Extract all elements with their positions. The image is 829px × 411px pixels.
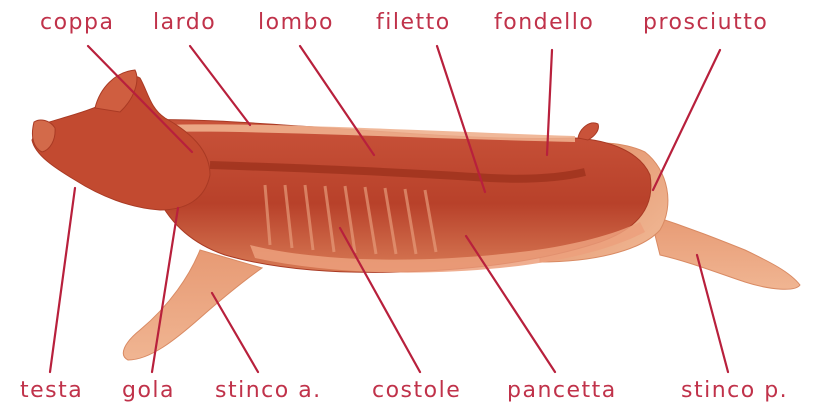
leader-line-gola — [152, 208, 178, 372]
label-costole: costole — [372, 378, 461, 404]
pig-carcass — [32, 70, 800, 360]
label-lombo: lombo — [258, 10, 334, 36]
leader-line-testa — [50, 188, 75, 372]
label-testa: testa — [20, 378, 83, 404]
label-fondello: fondello — [494, 10, 594, 36]
label-lardo: lardo — [153, 10, 216, 36]
label-pancetta: pancetta — [507, 378, 617, 404]
hind-leg-shape — [650, 215, 800, 289]
label-prosciutto: prosciutto — [643, 10, 768, 36]
leader-line-prosciutto — [653, 50, 720, 190]
tail-shape — [578, 123, 598, 140]
leader-line-stinco-a — [212, 293, 258, 372]
label-filetto: filetto — [376, 10, 451, 36]
label-stinco-p: stinco p. — [681, 378, 788, 404]
leader-line-lardo — [190, 46, 250, 125]
label-gola: gola — [122, 378, 175, 404]
label-coppa: coppa — [40, 10, 114, 36]
label-stinco-a: stinco a. — [215, 378, 322, 404]
